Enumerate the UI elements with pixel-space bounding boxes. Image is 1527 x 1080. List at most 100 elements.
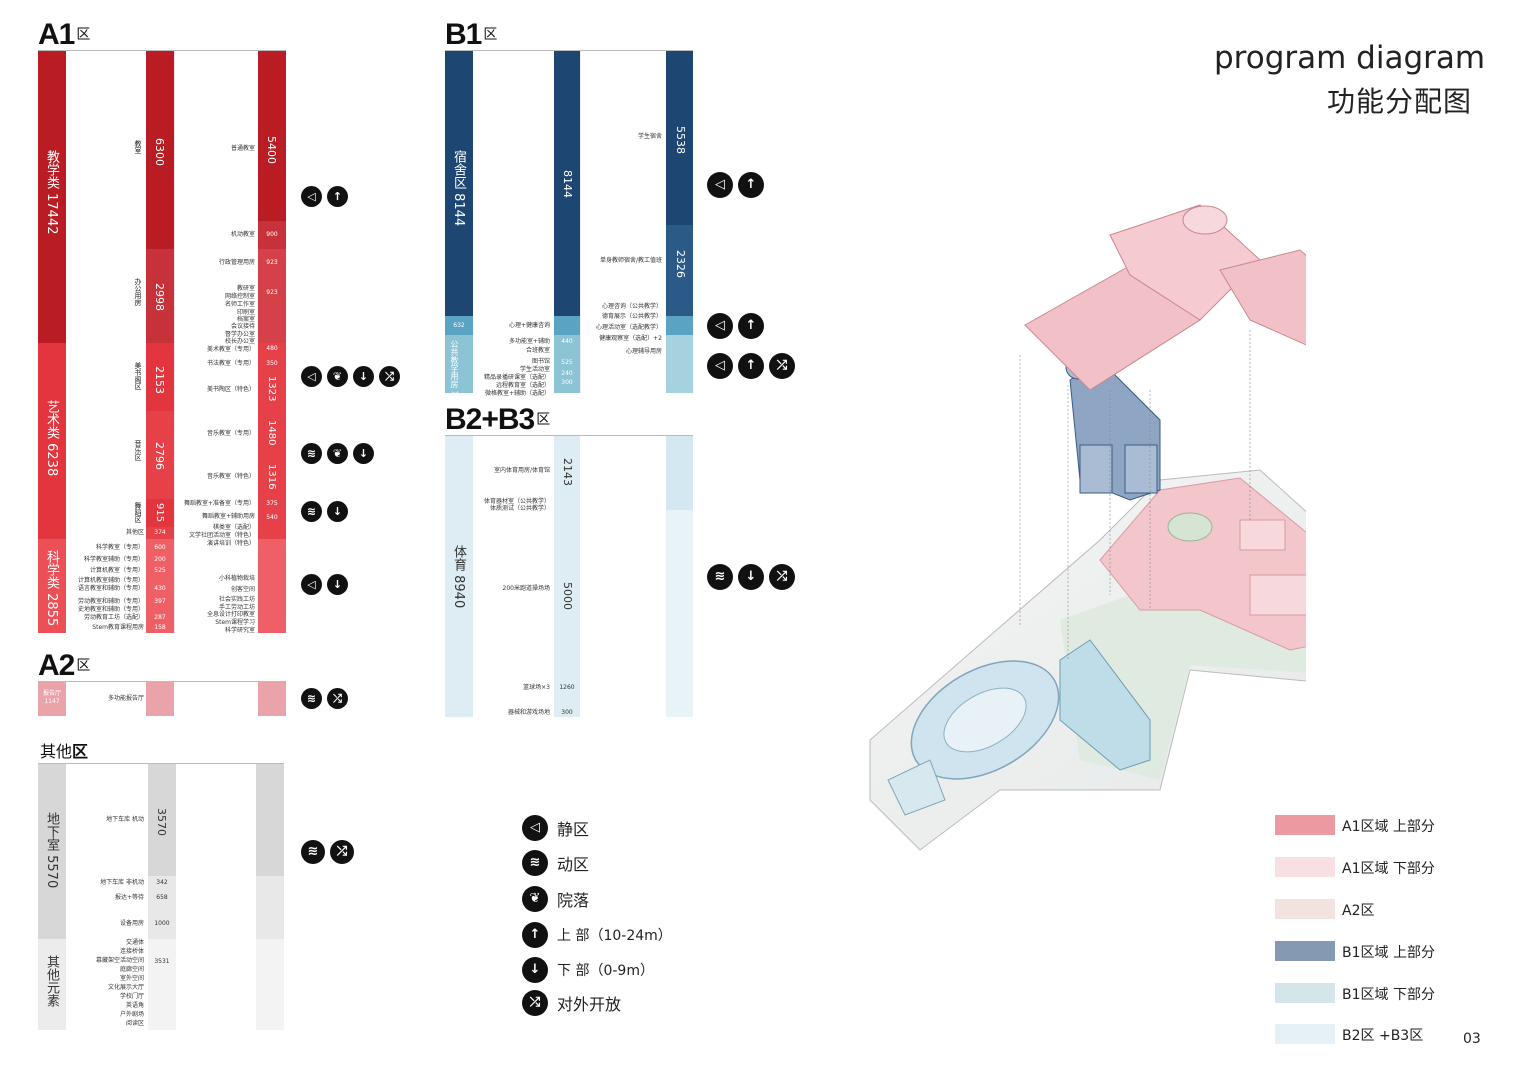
shuffle-icon: ⤮	[522, 990, 548, 1016]
a1-mei-item-2: 书法教室（专用）	[206, 360, 255, 367]
b1-public-num-2: 525	[561, 359, 573, 366]
other-misc-item-2: 连接桥体	[119, 948, 144, 955]
mute-icon: ◁	[707, 353, 733, 379]
a1-teach-block	[38, 51, 66, 343]
b1-top-line	[445, 50, 693, 51]
a1-sci-item-3: 计算机教室（专用）	[89, 567, 144, 574]
a1-wu-icons: ≋ ↓	[301, 501, 348, 522]
a1-office-item-9: 校长办公室	[224, 338, 255, 345]
b1-public-r-5: 心理辅导用房	[625, 348, 662, 355]
other-col3-base	[256, 764, 284, 876]
a1-classroom-value: 6300	[153, 138, 166, 166]
other-base-item-1: 地下车库 机动	[106, 816, 144, 823]
projection-lines	[1019, 330, 1251, 660]
b1-col2-public	[554, 335, 580, 393]
swatch-label-a1-lower: A1区域 下部分	[1342, 861, 1435, 877]
arrow-up-icon: ↑	[738, 313, 764, 339]
other-misc-item-5: 室外空间	[119, 975, 144, 982]
b23-num-2: 5000	[561, 582, 574, 610]
b1-sep	[580, 51, 581, 393]
a1-col3-office	[258, 249, 286, 343]
other-misc-item-6: 文化展示大厅	[107, 984, 144, 991]
shuffle-icon: ⤮	[330, 840, 354, 864]
a1-teach-label: 教学类 17442	[44, 150, 59, 235]
a1-art-block	[38, 343, 66, 539]
a1-col2-qt	[146, 527, 174, 539]
a1-qt-item-2: 文学社团活动室（特色）	[188, 532, 255, 539]
a1-yin-item-1: 音乐教室（专用）	[206, 430, 255, 437]
b23-num-3: 1260	[559, 684, 575, 691]
a1-office-label: 办公用房	[134, 278, 142, 306]
a1-sci-item-1: 科学教室（专用）	[95, 544, 144, 551]
b1-dorm-block	[445, 51, 473, 316]
a1-sci-num-7: 158	[154, 624, 166, 631]
a1-col2-teach	[146, 51, 174, 249]
a1-sci-item-6: 劳动教室和辅助（专用）	[77, 598, 144, 605]
b1-teacher-label: 单身教师宿舍/教工值班	[599, 257, 662, 264]
b1-col3-public	[666, 335, 693, 393]
a1-mei-item-1: 美术教室（专用）	[206, 346, 255, 353]
other-misc-item-4: 庭廊空间	[119, 966, 144, 973]
mute-icon: ◁	[301, 574, 322, 595]
b23-num-4: 300	[561, 709, 573, 716]
b1-public-l-6: 远程教育室（选配）	[495, 382, 550, 389]
a1-col2-office	[146, 249, 174, 343]
arrow-up-icon: ↑	[738, 172, 764, 198]
b1-public-l-3: 图书馆	[531, 358, 550, 365]
a1-qt-value: 374	[154, 529, 166, 536]
a1-sci-num-5: 397	[154, 598, 166, 605]
a1-wu-num-2: 540	[266, 514, 278, 521]
a1-mei-num-3: 1323	[266, 376, 277, 402]
other-misc-item-1: 交通体	[125, 939, 144, 946]
a1-col3-putong	[258, 51, 286, 221]
wave-icon: ≋	[301, 688, 322, 709]
arrow-up-icon: ↑	[738, 353, 764, 379]
a1-top-line	[38, 50, 286, 51]
other-icons: ≋ ⤮	[301, 840, 354, 864]
a1-col3-art	[258, 343, 286, 539]
a1-jidong-label: 机动教室	[230, 231, 255, 238]
other-misc-item-9: 户外剧场	[119, 1011, 144, 1018]
a1-sep	[174, 51, 175, 633]
a1-sci-right-2: 创客空间	[230, 586, 255, 593]
a1-office-num-1: 923	[266, 259, 278, 266]
arrow-down-icon: ↓	[353, 366, 374, 387]
b1-public-num-1: 440	[561, 338, 573, 345]
b1-heart-value: 632	[453, 322, 465, 329]
wave-icon: ≋	[301, 840, 325, 864]
a1-putong-label: 普通教室	[230, 145, 255, 152]
a1-yin-item-2: 音乐教室（特色）	[206, 473, 255, 480]
a1-sci-num-3: 525	[154, 567, 166, 574]
swatch-label-a2: A2区	[1342, 903, 1375, 919]
a1-wu-item-2: 舞蹈教室+辅助用房	[201, 513, 255, 520]
other-col3-rest	[256, 876, 284, 939]
legend-upper: ↑上 部（10-24m）	[522, 922, 672, 948]
a1-col2-yin	[146, 411, 174, 499]
b1-public-l-4: 学生活动室	[519, 366, 550, 373]
b1-dorm-value: 8144	[561, 170, 574, 198]
a2-value: 1147	[44, 698, 60, 705]
light-blue-building	[1059, 639, 1151, 771]
arrow-down-icon: ↓	[327, 574, 348, 595]
arrow-down-icon: ↓	[738, 564, 764, 590]
a1-mei-num-2: 350	[266, 360, 278, 367]
b1-col2-heart	[554, 316, 580, 335]
a1-yin-label: 音乐区	[134, 440, 142, 461]
a1-mei-item-3: 美书陶区（特色）	[206, 386, 255, 393]
other-base-value-3: 658	[156, 894, 168, 901]
a1-office-item-8: 督学办公室	[224, 331, 255, 338]
a1-office-item-4: 名师工作室	[224, 301, 255, 308]
zone-other-heading: 其他区	[40, 742, 89, 761]
other-col2-misc	[148, 939, 176, 1030]
title-en: program diagram	[1214, 40, 1486, 76]
other-misc-item-10: 阅读区	[125, 1020, 144, 1027]
page-number: 03	[1463, 1031, 1481, 1047]
a2-block-3	[258, 682, 286, 716]
mute-icon: ◁	[707, 172, 733, 198]
b1-dorm-label: 宿舍区 8144	[451, 150, 466, 227]
mute-icon: ◁	[301, 186, 322, 207]
mute-icon: ◁	[707, 313, 733, 339]
b1-student-value: 5538	[674, 126, 687, 154]
other-base-item-2: 地下车库 非机动	[100, 879, 144, 886]
